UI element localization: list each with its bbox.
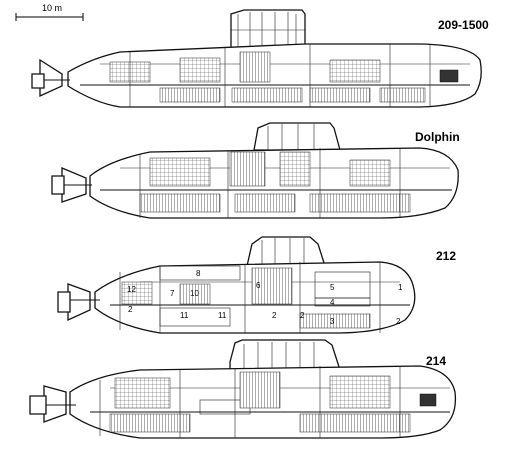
submarine-214 xyxy=(29,339,457,439)
callout-7: 7 xyxy=(170,289,175,298)
callout-2: 2 xyxy=(128,305,133,314)
callout-2c: 2 xyxy=(396,317,401,326)
callout-11b: 11 xyxy=(218,311,227,320)
submarine-209-1500 xyxy=(31,9,482,108)
callout-2d: 2 xyxy=(300,311,305,320)
callout-11a: 11 xyxy=(180,311,189,320)
submarine-212: 8 12 2 7 10 6 5 4 11 11 2 3 2 1 2 xyxy=(57,236,416,334)
callout-3: 3 xyxy=(330,317,335,326)
scale-bar-label: 10 m xyxy=(42,3,62,13)
callout-8: 8 xyxy=(196,269,201,278)
callout-5: 5 xyxy=(330,283,335,292)
callout-12: 12 xyxy=(127,285,136,294)
label-214: 214 xyxy=(426,354,446,368)
callout-1: 1 xyxy=(398,283,403,292)
label-209-1500: 209-1500 xyxy=(438,18,489,32)
label-dolphin: Dolphin xyxy=(415,130,460,144)
submarine-dolphin xyxy=(51,122,459,219)
callout-6: 6 xyxy=(256,281,261,290)
callout-4: 4 xyxy=(330,298,335,307)
label-212: 212 xyxy=(436,249,456,263)
callout-2b: 2 xyxy=(272,311,277,320)
callout-10: 10 xyxy=(190,289,199,298)
scale-bar: 10 m xyxy=(15,3,84,21)
